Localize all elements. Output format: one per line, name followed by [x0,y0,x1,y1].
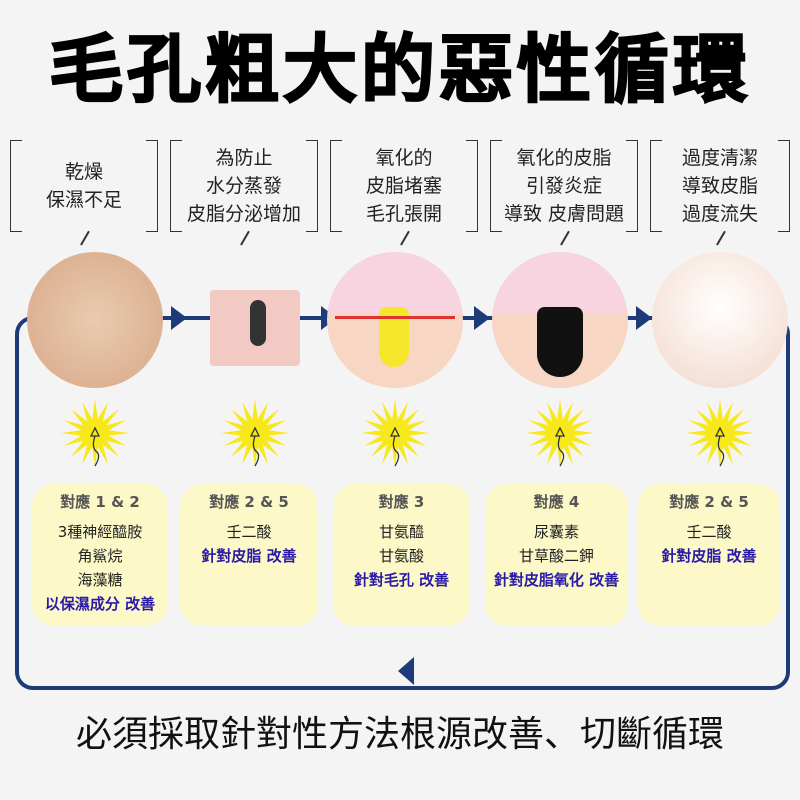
bubble-line: 乾燥 [64,161,103,183]
cause-bubble: 氧化的皮脂堵塞毛孔張開 [330,140,478,246]
bubble-line: 為防止 [215,147,273,169]
bubble-line: 保濕不足 [45,189,122,211]
card-header: 對應 3 [378,493,425,511]
ingredient: 壬二酸 [686,523,732,541]
cause-bubble: 氧化的皮脂引發炎症導致 皮膚問題 [490,140,638,246]
clogged-pore-icon [537,307,583,377]
ingredient: 甘氨醯 [378,523,424,541]
loop-arrow-left [398,657,414,685]
bubble-line: 水分蒸發 [205,175,282,197]
step-illustration [492,252,628,388]
lightbulb-burst-icon [526,399,594,467]
bubble-line: 過度清潔 [681,147,758,169]
solution-card: 對應 1 & 2 3種神經醯胺角鯊烷海藻糖以保濕成分 改善 [32,484,168,626]
solution-card: 對應 4 尿囊素甘草酸二鉀針對皮脂氧化 改善 [485,484,628,626]
bubble-line: 導致皮脂 [681,175,758,197]
lightbulb-burst-icon [686,399,754,467]
card-highlight: 針對毛孔 改善 [353,571,450,589]
step-illustration [652,252,788,388]
card-highlight: 針對皮脂 改善 [201,547,297,565]
cause-bubble: 乾燥保濕不足 [10,140,158,246]
solution-card: 對應 2 & 5 壬二酸針對皮脂 改善 [638,484,780,626]
footer-text: 必須採取針對性方法根源改善、切斷循環 [75,714,724,755]
ingredient: 尿囊素 [533,523,579,541]
card-header: 對應 1 & 2 [60,493,140,511]
lightbulb-burst-icon [221,399,289,467]
cause-bubble: 為防止水分蒸發皮脂分泌增加 [170,140,318,246]
card-header: 對應 2 & 5 [669,493,749,511]
cycle-arrow-right [473,306,490,330]
card-header: 對應 2 & 5 [209,493,289,511]
card-highlight: 針對皮脂氧化 改善 [493,571,620,589]
cycle-arrow-right [636,306,652,330]
step-illustration [27,252,163,388]
bubble-line: 導致 皮膚問題 [503,203,625,225]
bubble-line: 過度流失 [681,203,758,225]
card-highlight: 針對皮脂 改善 [661,547,757,565]
bubble-line: 引發炎症 [525,175,602,197]
lightbulb-burst-icon [361,399,429,467]
lightbulb-burst-icon [61,399,129,467]
ingredient: 壬二酸 [226,523,272,541]
step-illustration [210,290,300,366]
ingredient: 角鯊烷 [77,547,123,565]
cycle-arrow-right [171,306,187,330]
page-title: 毛孔粗大的惡性循環 [48,26,751,114]
solution-card: 對應 3 甘氨醯甘氨酸針對毛孔 改善 [333,484,470,626]
bubble-line: 氧化的 [375,147,433,169]
bubble-line: 毛孔張開 [365,203,442,225]
cause-bubble: 過度清潔導致皮脂過度流失 [650,140,790,246]
bubble-line: 氧化的皮脂 [516,147,612,169]
solution-card: 對應 2 & 5 壬二酸針對皮脂 改善 [180,484,318,626]
hair-follicle-icon [250,300,266,346]
step-illustration [327,252,463,388]
card-header: 對應 4 [533,493,580,511]
bubble-line: 皮脂分泌增加 [186,203,301,225]
expand-arrows-icon [335,316,455,319]
card-highlight: 以保濕成分 改善 [44,595,156,613]
ingredient: 3種神經醯胺 [57,523,143,541]
ingredient: 甘草酸二鉀 [518,547,594,565]
bubble-line: 皮脂堵塞 [365,175,442,197]
ingredient: 海藻糖 [77,571,123,589]
ingredient: 甘氨酸 [378,547,424,565]
